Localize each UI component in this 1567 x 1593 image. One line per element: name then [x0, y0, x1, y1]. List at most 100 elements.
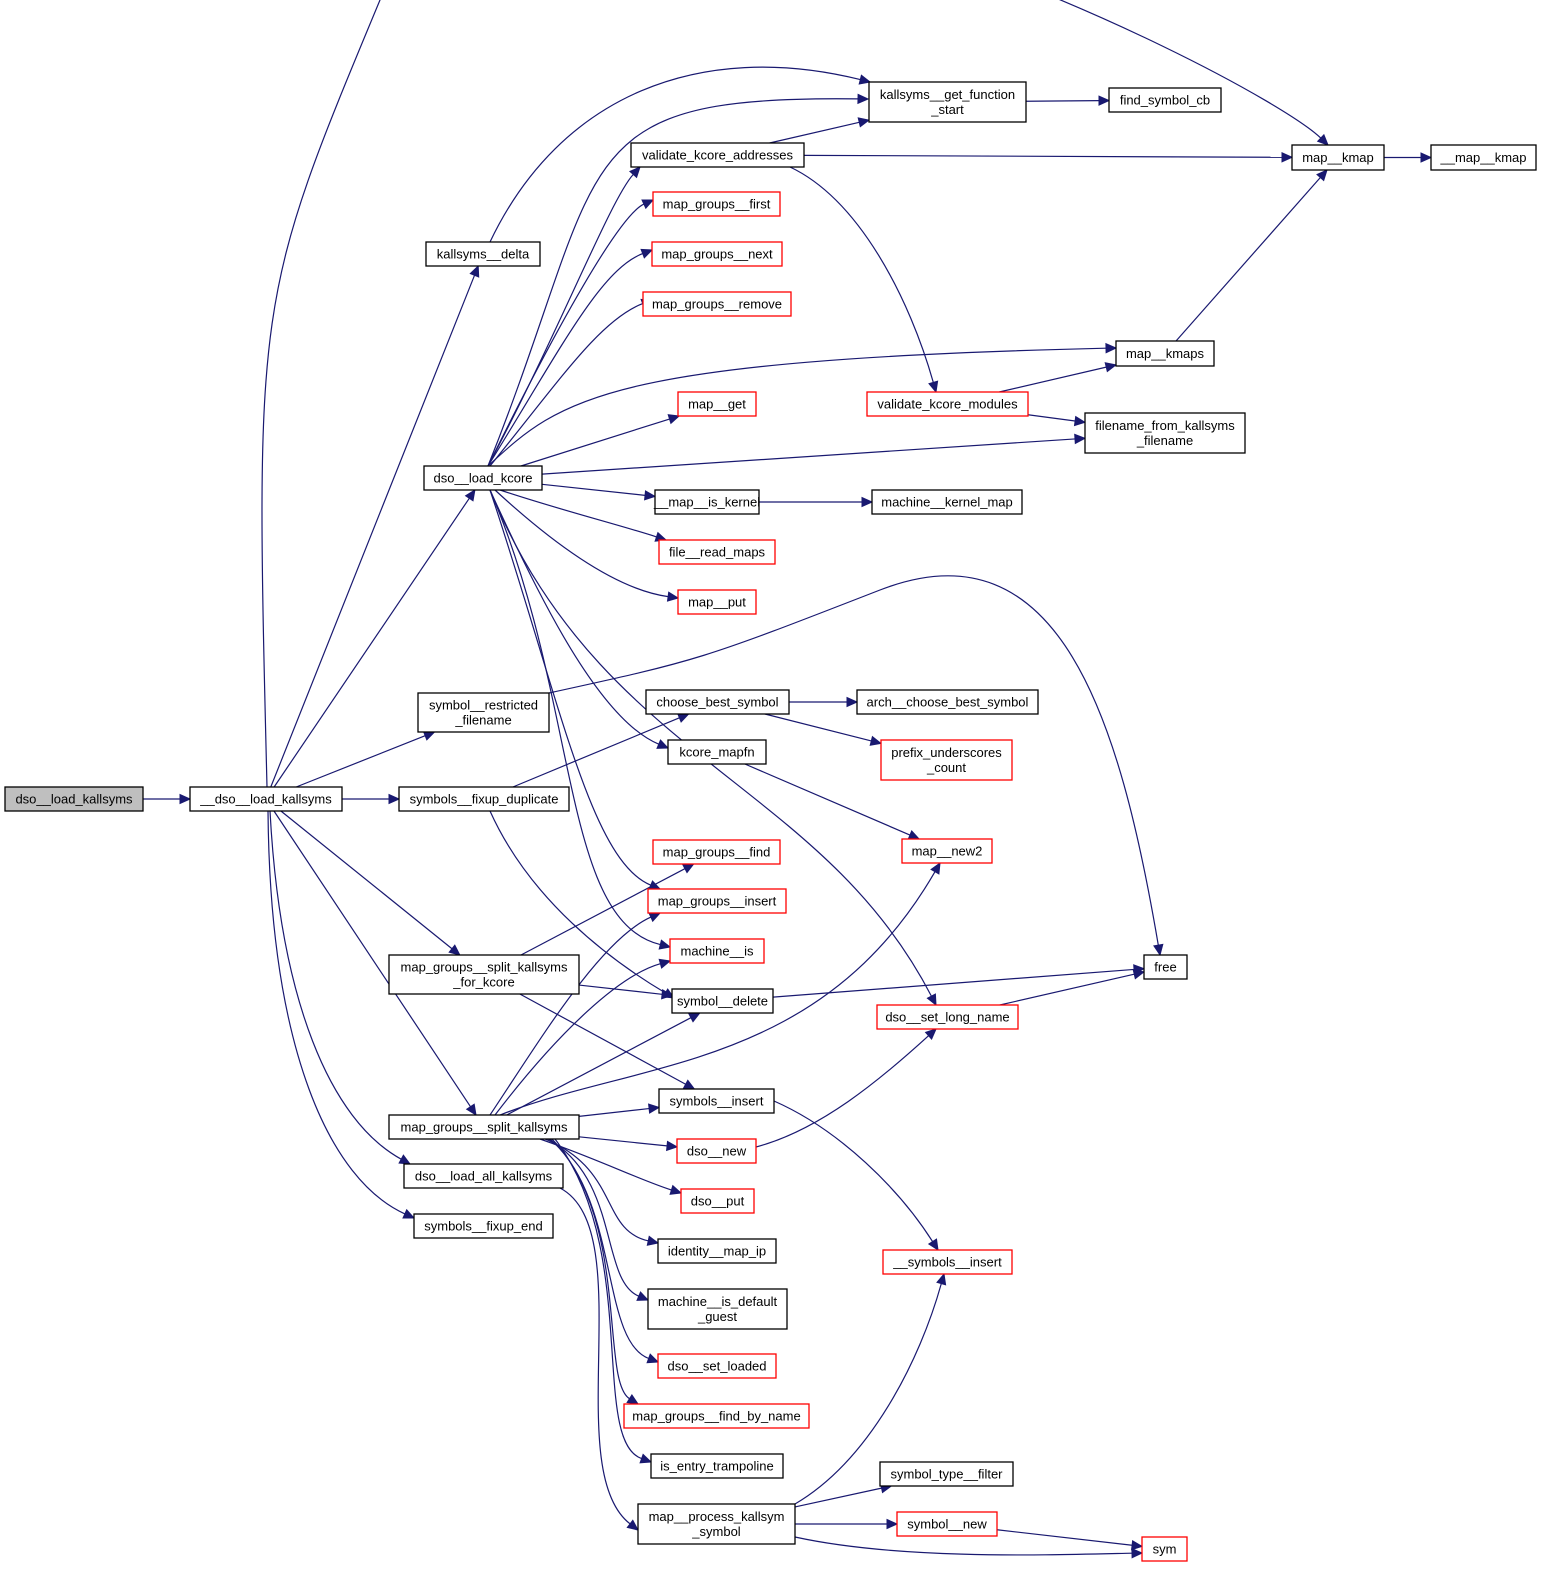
node-map-groups-first[interactable]: map_groups__first — [652, 191, 781, 217]
node-dso-set-long-name[interactable]: dso__set_long_name — [876, 1004, 1019, 1030]
node-kallsyms-get-function-start[interactable]: kallsyms__get_function_start — [868, 81, 1027, 123]
node-map-process-kallsym-symbol[interactable]: map__process_kallsym_symbol — [637, 1503, 796, 1545]
node-box[interactable] — [879, 1461, 1014, 1487]
node-dso-load-kallsyms[interactable]: __dso__load_kallsyms — [189, 786, 343, 812]
node-symbol-restricted-filename[interactable]: symbol__restricted_filename — [417, 692, 550, 733]
node-box[interactable] — [637, 1503, 796, 1545]
node-box[interactable] — [676, 1138, 757, 1164]
node-prefix-underscores-count[interactable]: prefix_underscores_count — [880, 739, 1013, 781]
node-box[interactable] — [856, 689, 1039, 715]
node-kallsyms-delta[interactable]: kallsyms__delta — [425, 241, 541, 267]
node-map-get[interactable]: map__get — [677, 391, 757, 417]
node-box[interactable] — [1141, 1536, 1188, 1562]
node-box[interactable] — [880, 739, 1013, 781]
node-validate-kcore-modules[interactable]: validate_kcore_modules — [866, 391, 1029, 417]
node-map-groups-remove[interactable]: map_groups__remove — [642, 291, 792, 317]
node-symbol-new[interactable]: symbol__new — [896, 1511, 998, 1537]
node-box[interactable] — [623, 1403, 810, 1429]
node-box[interactable] — [1115, 340, 1215, 367]
node-map-kmap[interactable]: map__kmap — [1291, 144, 1385, 171]
node-box[interactable] — [868, 81, 1027, 123]
node-choose-best-symbol[interactable]: choose_best_symbol — [645, 689, 790, 715]
node-box[interactable] — [650, 1453, 784, 1479]
node-box[interactable] — [1291, 144, 1385, 171]
node-box[interactable] — [677, 391, 757, 417]
node-symbol-type-filter[interactable]: symbol_type__filter — [879, 1461, 1014, 1487]
node-box[interactable] — [652, 839, 781, 865]
node-map-groups-split-kallsyms[interactable]: map_groups__split_kallsyms — [388, 1114, 580, 1140]
node-box[interactable] — [654, 489, 760, 515]
node-map-kmap[interactable]: __map__kmap — [1430, 144, 1537, 171]
node-symbols-fixup-duplicate[interactable]: symbols__fixup_duplicate — [398, 786, 570, 812]
node-box[interactable] — [398, 786, 570, 812]
node-sym[interactable]: sym — [1141, 1536, 1188, 1562]
node-box[interactable] — [1143, 954, 1188, 980]
node-box[interactable] — [652, 191, 781, 217]
node-box[interactable] — [425, 241, 541, 267]
node-find-symbol-cb[interactable]: find_symbol_cb — [1108, 87, 1222, 113]
node-box[interactable] — [657, 1353, 777, 1379]
node-box[interactable] — [657, 1238, 777, 1264]
node-box[interactable] — [669, 938, 765, 964]
node-box[interactable] — [882, 1249, 1013, 1275]
node-map-is-kernel[interactable]: __map__is_kernel — [653, 489, 760, 515]
node-box[interactable] — [642, 291, 792, 317]
node-dso-load-kallsyms[interactable]: dso__load_kallsyms — [4, 786, 144, 812]
node-box[interactable] — [1108, 87, 1222, 113]
node-box[interactable] — [876, 1004, 1019, 1030]
node-box[interactable] — [630, 142, 805, 168]
node-dso-put[interactable]: dso__put — [680, 1188, 755, 1214]
node-box[interactable] — [189, 786, 343, 812]
node-kcore-mapfn[interactable]: kcore_mapfn — [667, 739, 767, 765]
node-box[interactable] — [680, 1188, 755, 1214]
node-map-groups-insert[interactable]: map_groups__insert — [647, 888, 787, 914]
node-symbols-fixup-end[interactable]: symbols__fixup_end — [413, 1213, 554, 1239]
node-box[interactable] — [403, 1163, 564, 1189]
node-map-groups-next[interactable]: map_groups__next — [651, 241, 783, 267]
node-dso-load-all-kallsyms[interactable]: dso__load_all_kallsyms — [403, 1163, 564, 1189]
node-filename-from-kallsyms-filename[interactable]: filename_from_kallsyms_filename — [1084, 412, 1246, 454]
node-dso-load-kcore[interactable]: dso__load_kcore — [423, 465, 543, 491]
node-box[interactable] — [901, 838, 993, 864]
node-map-put[interactable]: map__put — [677, 589, 757, 615]
node-machine-is-default-guest[interactable]: machine__is_default_guest — [647, 1288, 788, 1330]
node-box[interactable] — [647, 888, 787, 914]
node-box[interactable] — [1430, 144, 1537, 171]
node-machine-is[interactable]: machine__is — [669, 938, 765, 964]
node-map-groups-split-kallsyms-for-kcore[interactable]: map_groups__split_kallsyms_for_kcore — [388, 954, 580, 995]
node-box[interactable] — [388, 954, 580, 995]
node-map-groups-find-by-name[interactable]: map_groups__find_by_name — [623, 1403, 810, 1429]
node-box[interactable] — [651, 241, 783, 267]
node-map-new2[interactable]: map__new2 — [901, 838, 993, 864]
node-symbols-insert[interactable]: __symbols__insert — [882, 1249, 1013, 1275]
node-box[interactable] — [896, 1511, 998, 1537]
node-box[interactable] — [871, 489, 1023, 515]
node-box[interactable] — [647, 1288, 788, 1330]
node-box[interactable] — [423, 465, 543, 491]
node-machine-kernel-map[interactable]: machine__kernel_map — [871, 489, 1023, 515]
node-box[interactable] — [1084, 412, 1246, 454]
node-dso-new[interactable]: dso__new — [676, 1138, 757, 1164]
node-box[interactable] — [413, 1213, 554, 1239]
node-dso-set-loaded[interactable]: dso__set_loaded — [657, 1353, 777, 1379]
node-symbol-delete[interactable]: symbol__delete — [671, 988, 774, 1014]
node-map-kmaps[interactable]: map__kmaps — [1115, 340, 1215, 367]
node-symbols-insert[interactable]: symbols__insert — [658, 1088, 775, 1114]
node-free[interactable]: free — [1143, 954, 1188, 980]
node-box[interactable] — [4, 786, 144, 812]
node-file-read-maps[interactable]: file__read_maps — [658, 539, 776, 565]
node-validate-kcore-addresses[interactable]: validate_kcore_addresses — [630, 142, 805, 168]
node-box[interactable] — [671, 988, 774, 1014]
node-box[interactable] — [658, 539, 776, 565]
node-is-entry-trampoline[interactable]: is_entry_trampoline — [650, 1453, 784, 1479]
node-box[interactable] — [667, 739, 767, 765]
node-box[interactable] — [417, 692, 550, 733]
node-box[interactable] — [388, 1114, 580, 1140]
node-identity-map-ip[interactable]: identity__map_ip — [657, 1238, 777, 1264]
node-box[interactable] — [677, 589, 757, 615]
node-box[interactable] — [866, 391, 1029, 417]
node-box[interactable] — [645, 689, 790, 715]
node-map-groups-find[interactable]: map_groups__find — [652, 839, 781, 865]
node-box[interactable] — [658, 1088, 775, 1114]
node-arch-choose-best-symbol[interactable]: arch__choose_best_symbol — [856, 689, 1039, 715]
